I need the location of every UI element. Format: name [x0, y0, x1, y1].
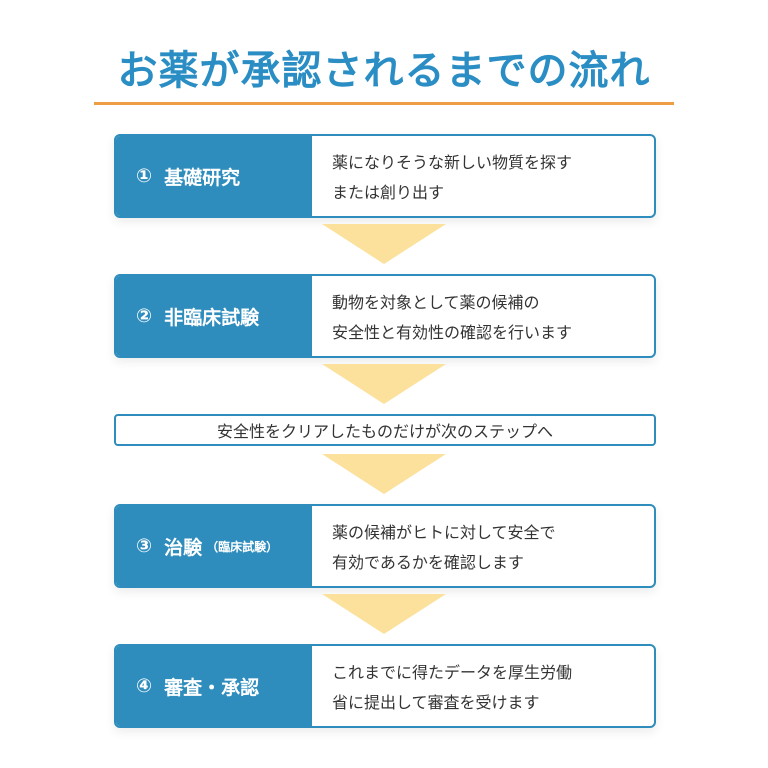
step-title: 基礎研究 [164, 166, 241, 189]
step-label: ④ 審査・承認 [116, 646, 312, 726]
step-description-line: 有効であるかを確認します [332, 553, 524, 572]
step-description-line: 動物を対象として薬の候補の [332, 293, 540, 312]
step-description-line: 安全性と有効性の確認を行います [332, 323, 573, 342]
step-title: 治験 [164, 536, 203, 559]
step-number: ④ [136, 675, 153, 697]
down-arrow [322, 594, 446, 634]
step-description-line: これまでに得たデータを厚生労働 [332, 663, 573, 682]
step-number: ② [136, 305, 153, 327]
down-arrow [322, 224, 446, 264]
step-description: 薬の候補がヒトに対して安全で 有効であるかを確認します [312, 506, 654, 586]
step-title: 非臨床試験 [164, 306, 260, 329]
step-label: ① 基礎研究 [116, 136, 312, 216]
step-description-line: 省に提出して審査を受けます [332, 693, 540, 712]
step-review-approval: ④ 審査・承認 これまでに得たデータを厚生労働 省に提出して審査を受けます [114, 644, 656, 728]
step-clinical-trial: ③ 治験 （臨床試験） 薬の候補がヒトに対して安全で 有効であるかを確認します [114, 504, 656, 588]
down-arrow [322, 454, 446, 494]
step-number: ③ [136, 535, 153, 557]
step-description-line: 薬の候補がヒトに対して安全で [332, 523, 556, 542]
down-arrow [322, 364, 446, 404]
step-title: 審査・承認 [164, 676, 260, 699]
step-description: 動物を対象として薬の候補の 安全性と有効性の確認を行います [312, 276, 654, 356]
step-basic-research: ① 基礎研究 薬になりそうな新しい物質を探す または創り出す [114, 134, 656, 218]
title-underline [94, 102, 674, 105]
step-description: 薬になりそうな新しい物質を探す または創り出す [312, 136, 654, 216]
step-number: ① [136, 165, 153, 187]
page-title: お薬が承認されるまでの流れ [117, 48, 651, 94]
step-description-line: 薬になりそうな新しい物質を探す [332, 153, 573, 172]
step-description-line: または創り出す [332, 183, 445, 202]
safety-note: 安全性をクリアしたものだけが次のステップへ [114, 414, 656, 446]
step-subtitle: （臨床試験） [206, 539, 279, 554]
step-label: ③ 治験 （臨床試験） [116, 506, 312, 586]
step-description: これまでに得たデータを厚生労働 省に提出して審査を受けます [312, 646, 654, 726]
step-label: ② 非臨床試験 [116, 276, 312, 356]
step-nonclinical-trial: ② 非臨床試験 動物を対象として薬の候補の 安全性と有効性の確認を行います [114, 274, 656, 358]
